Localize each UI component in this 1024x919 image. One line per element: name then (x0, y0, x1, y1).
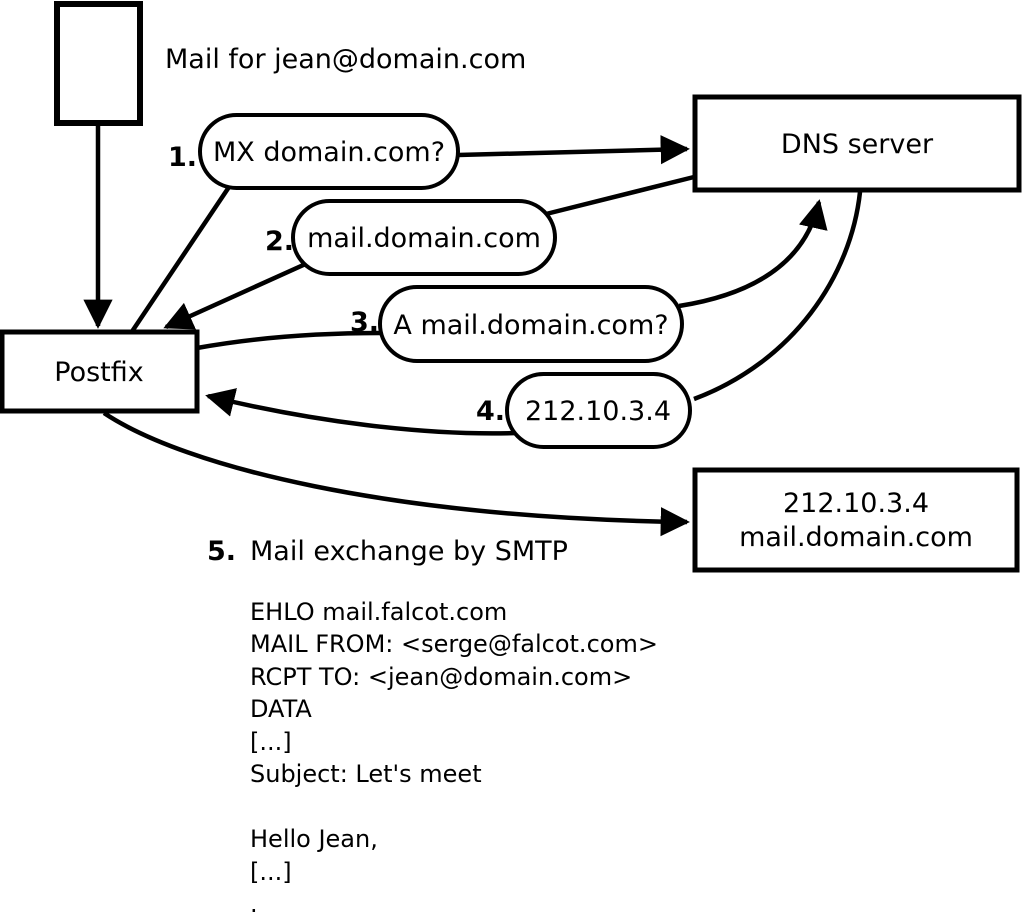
line-postfix-to-query1 (129, 185, 231, 335)
postfix-node (0, 329, 200, 414)
arrow-query3-to-dns (678, 199, 828, 309)
step-4-label: 212.10.3.4 (525, 396, 671, 427)
smtp-line: DATA (250, 695, 312, 723)
line-dns-to-answer4 (693, 191, 863, 402)
smtp-session-transcript: EHLO mail.falcot.com MAIL FROM: <serge@f… (250, 598, 658, 918)
smtp-line: Hello Jean, (250, 825, 378, 853)
step-3-label: A mail.domain.com? (393, 310, 668, 341)
smtp-line: MAIL FROM: <serge@falcot.com> (250, 630, 658, 658)
step-5-number: 5. (207, 536, 236, 567)
line-postfix-to-query3 (196, 330, 382, 351)
smtp-line: . (250, 890, 258, 918)
step-5-label: Mail exchange by SMTP (250, 536, 568, 567)
arrow-postfix-to-mailserver (102, 411, 690, 537)
smtp-line: [...] (250, 858, 292, 886)
arrow-answer2-to-postfix (163, 259, 311, 330)
smtp-line: RCPT TO: <jean@domain.com> (250, 663, 632, 691)
line-dns-to-answer2 (545, 174, 695, 217)
step-4-pill (505, 372, 692, 449)
smtp-line: [...] (250, 728, 292, 756)
step-3-number: 3. (350, 307, 379, 338)
dns-server-label: DNS server (781, 129, 934, 160)
arrow-answer4-to-postfix (205, 388, 518, 436)
step-4-number: 4. (476, 396, 505, 427)
step-1-number: 1. (168, 142, 197, 173)
step-3-pill (378, 285, 684, 363)
step-1-pill (198, 113, 460, 190)
step-2-pill (291, 199, 557, 276)
mail-annotation: Mail for jean@domain.com (165, 44, 526, 75)
arrow-query1-to-dns (457, 135, 690, 165)
mail-envelope-node (54, 1, 143, 126)
smtp-line: EHLO mail.falcot.com (250, 598, 507, 626)
mail-server-ip-label: 212.10.3.4 (783, 488, 929, 519)
smtp-line: Subject: Let's meet (250, 760, 482, 788)
step-2-label: mail.domain.com (307, 223, 541, 254)
mail-server-node (692, 467, 1020, 573)
mail-server-hostname-label: mail.domain.com (739, 522, 973, 553)
step-2-number: 2. (265, 226, 294, 257)
dns-server-node (692, 94, 1022, 193)
postfix-label: Postfix (54, 357, 143, 388)
step-1-label: MX domain.com? (213, 137, 445, 168)
